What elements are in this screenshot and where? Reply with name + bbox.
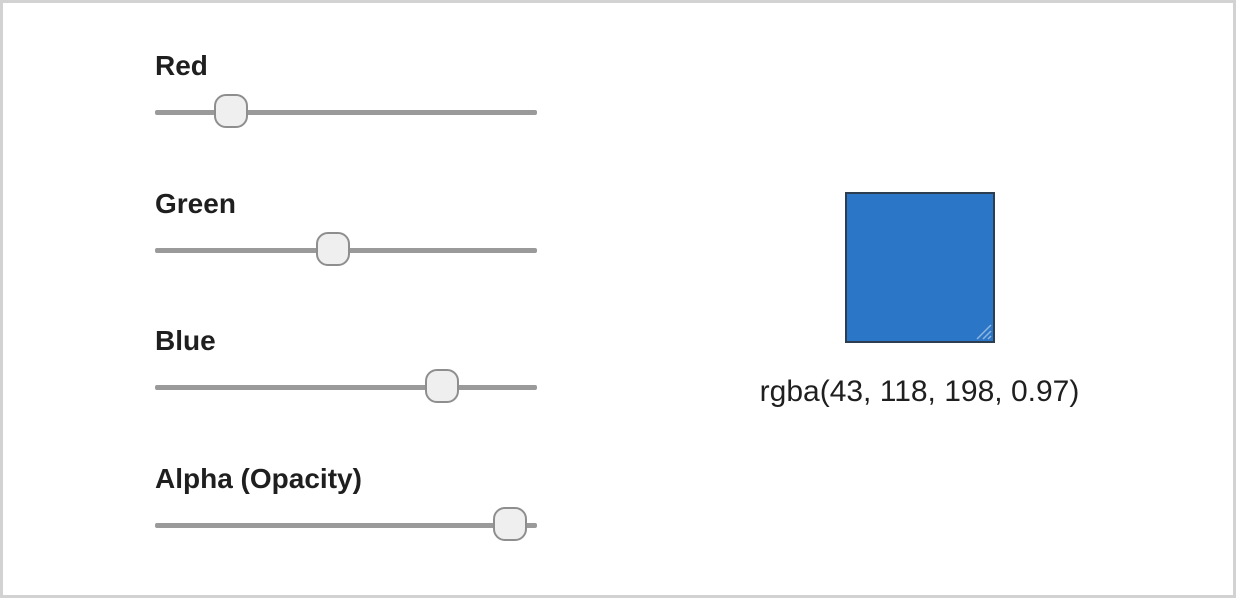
- green-slider-track[interactable]: [155, 232, 537, 266]
- red-slider-label: Red: [155, 50, 208, 81]
- blue-slider-track[interactable]: [155, 369, 537, 403]
- red-slider-track[interactable]: [155, 94, 537, 128]
- red-slider-thumb[interactable]: [213, 94, 248, 128]
- alpha-slider-label: Alpha (Opacity): [155, 463, 362, 494]
- green-slider-thumb[interactable]: [316, 232, 351, 266]
- color-value-readout: rgba(43, 118, 198, 0.97): [759, 375, 1080, 408]
- blue-slider-thumb[interactable]: [425, 369, 460, 403]
- color-preview-swatch[interactable]: [845, 192, 995, 343]
- alpha-slider-thumb[interactable]: [492, 507, 527, 541]
- green-slider-label: Green: [155, 188, 236, 219]
- blue-slider-label: Blue: [155, 325, 216, 356]
- resize-grip-icon[interactable]: [974, 322, 992, 340]
- alpha-slider-track[interactable]: [155, 507, 537, 541]
